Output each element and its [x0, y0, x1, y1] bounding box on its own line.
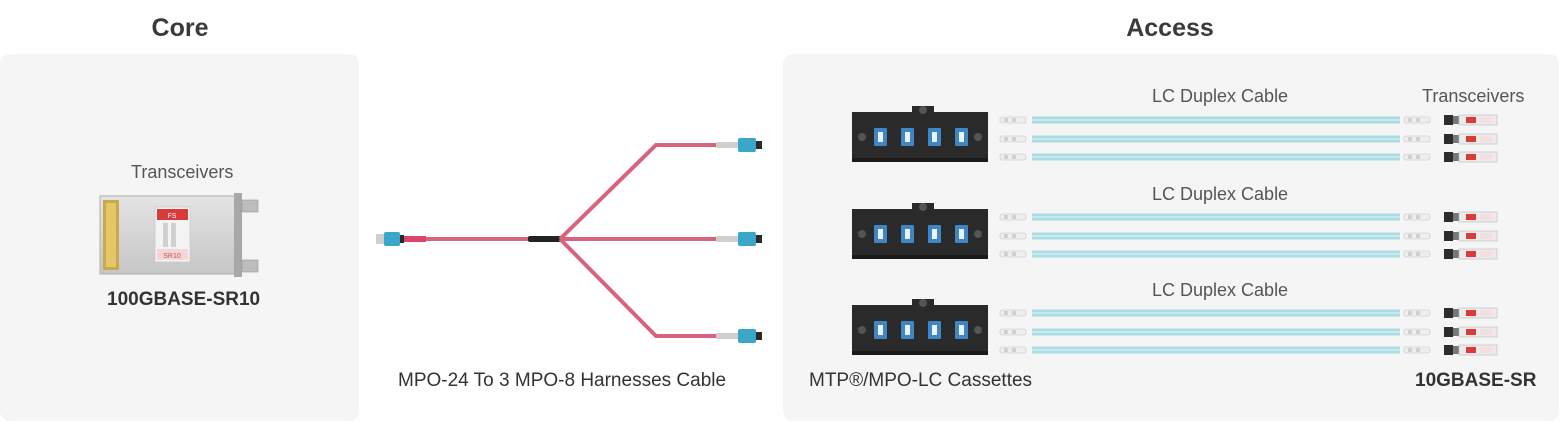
module-tag-sr10: SR10 — [163, 253, 181, 260]
core-title: Core — [151, 14, 209, 42]
mpo-lc-cassette-2 — [852, 203, 988, 259]
cfp-transceiver-module — [99, 193, 259, 277]
lc-duplex-cable-label-2: LC Duplex Cable — [1152, 184, 1289, 204]
access-row-3 — [852, 299, 1498, 356]
sfp-transceivers-3 — [1443, 307, 1498, 356]
access-row-1 — [852, 106, 1498, 163]
access-model-label: 10GBASE-SR — [1415, 370, 1537, 391]
sfp-transceivers-2 — [1443, 211, 1498, 260]
core-transceivers-label: Transceivers — [131, 162, 234, 182]
mpo-lc-cassette-1 — [852, 106, 988, 162]
mpo-harness-cable — [376, 138, 762, 343]
access-title: Access — [1126, 14, 1214, 42]
access-row-2 — [852, 203, 1498, 260]
lc-duplex-cable-label-1: LC Duplex Cable — [1152, 86, 1289, 106]
sfp-transceivers-1 — [1443, 114, 1498, 163]
lc-duplex-cable-label-3: LC Duplex Cable — [1152, 280, 1289, 300]
cassettes-label: MTP®/MPO-LC Cassettes — [809, 370, 1033, 391]
lc-duplex-cables-2 — [999, 213, 1431, 258]
module-tag-fs: FS — [168, 213, 177, 220]
core-model-label: 100GBASE-SR10 — [107, 289, 261, 310]
lc-duplex-cables-1 — [999, 116, 1431, 161]
lc-duplex-cables-3 — [999, 309, 1431, 354]
access-transceivers-label: Transceivers — [1422, 86, 1525, 106]
mpo-lc-cassette-3 — [852, 299, 988, 355]
harness-cable-label: MPO-24 To 3 MPO-8 Harnesses Cable — [398, 370, 727, 391]
